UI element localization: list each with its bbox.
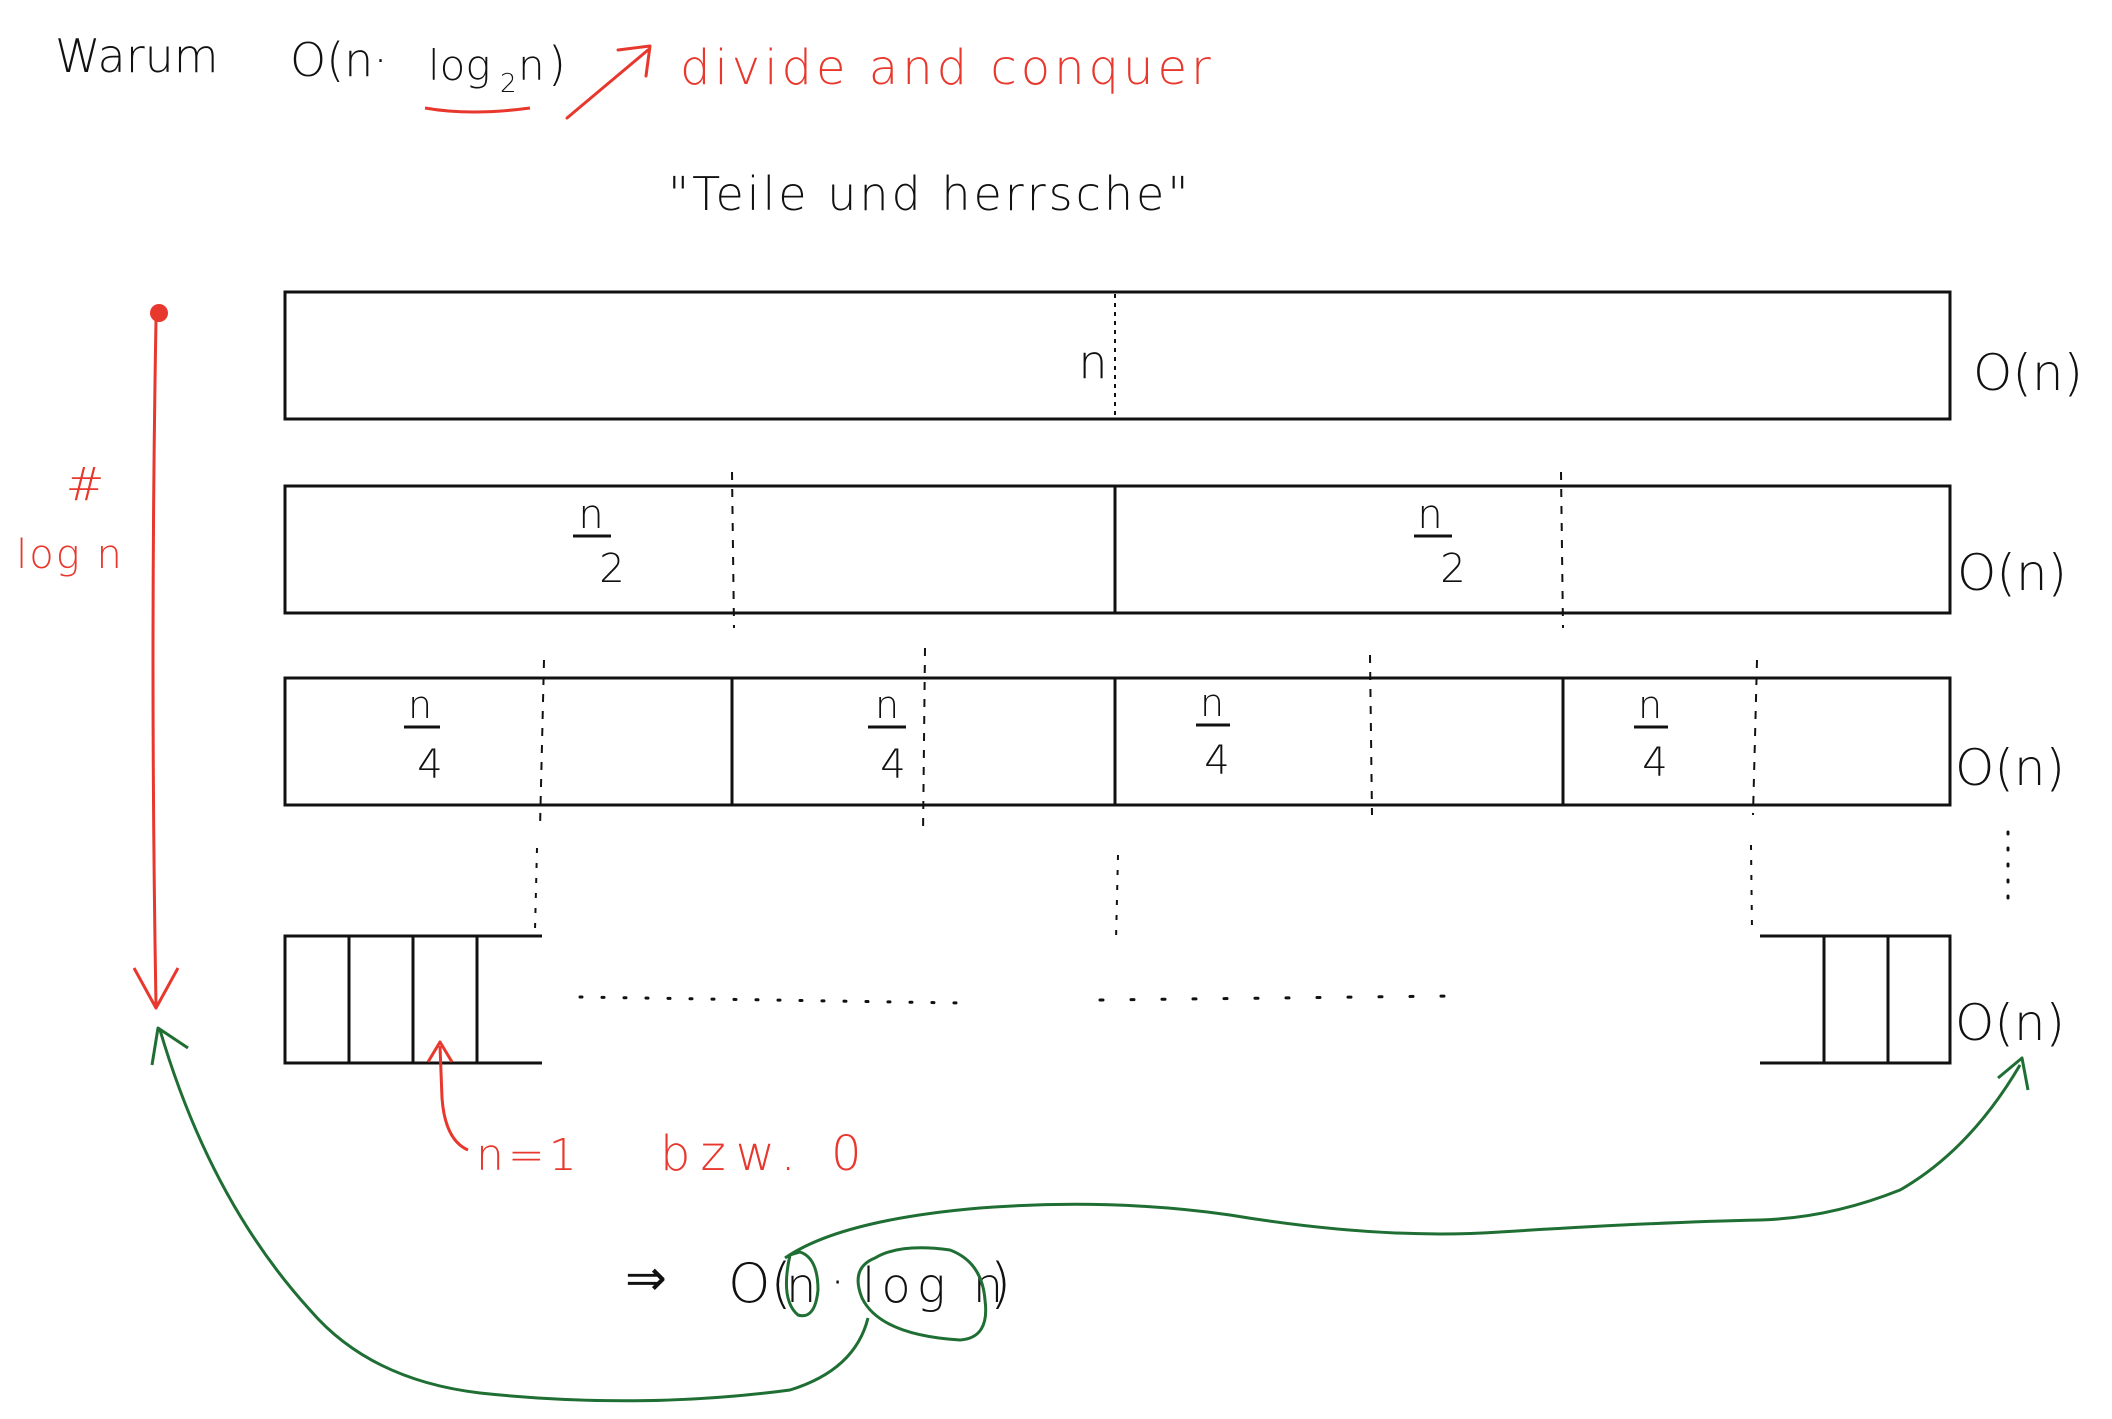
header-complexity-n: n — [518, 41, 545, 90]
level-0: n O(n) — [283, 290, 2083, 421]
horizontal-ellipsis — [1098, 994, 1452, 1002]
array-bar — [283, 484, 1952, 615]
fraction-numerator: n — [1638, 683, 1662, 727]
link-to-depth — [158, 1029, 870, 1403]
array-bar-right — [1760, 934, 1952, 1065]
result-suffix: ) — [990, 1252, 1011, 1315]
base-case-arrow — [438, 1045, 469, 1152]
fraction-numerator: n — [875, 683, 899, 727]
link-to-level-cost-arrowhead — [1997, 1056, 2030, 1091]
result-prefix: O( — [728, 1252, 792, 1315]
logn-circle — [856, 1246, 988, 1342]
fraction-denominator: 4 — [1642, 740, 1667, 786]
fraction-numerator: n — [1200, 681, 1224, 725]
result-dot: · — [830, 1254, 845, 1310]
fraction-n-over-2: n 2 — [573, 492, 625, 592]
header-complexity-close: ) — [548, 37, 566, 91]
level-cost: O(n) — [1973, 344, 2083, 402]
continuation-dashes — [534, 847, 538, 931]
header-complexity-base: 2 — [500, 69, 517, 99]
split-line — [922, 647, 926, 836]
header-translation: "Teile und herrsche" — [668, 167, 1192, 221]
green-links — [150, 1026, 2030, 1403]
fraction-n-over-4: n 4 — [1634, 683, 1668, 786]
result-arrow: ⇒ — [625, 1249, 667, 1307]
level-base: O(n) — [283, 934, 2065, 1065]
base-case-arrowhead — [426, 1040, 454, 1063]
fraction-denominator: 4 — [880, 742, 905, 788]
array-bar — [283, 290, 1952, 421]
depth-arrowhead — [132, 967, 180, 1010]
split-line — [539, 659, 545, 829]
header-word: Warum — [55, 29, 219, 83]
depth-start-dot — [150, 304, 168, 322]
link-to-depth-arrowhead — [150, 1026, 189, 1066]
depth-hash: # — [66, 457, 105, 511]
header-technique: divide and conquer — [680, 40, 1215, 96]
fraction-denominator: 2 — [1440, 546, 1465, 592]
n-circle — [784, 1250, 820, 1318]
fraction-n-over-4: n 4 — [1196, 681, 1230, 784]
base-case-annotation: n=1 bzw. 0 — [426, 1040, 872, 1182]
fraction-denominator: 4 — [1204, 738, 1229, 784]
continuation-marks — [534, 830, 2010, 1005]
continuation-dashes — [1115, 854, 1119, 941]
link-to-level-cost — [784, 1064, 2022, 1260]
level-cost: O(n) — [1957, 544, 2067, 602]
fraction-n-over-2: n 2 — [1414, 492, 1466, 592]
header-complexity-open: O(n· — [290, 33, 388, 87]
fraction-numerator: n — [408, 683, 432, 727]
level-1: n 2 n 2 O(n) — [283, 471, 2067, 629]
array-bar — [283, 676, 1952, 807]
level-cost: O(n) — [1955, 739, 2065, 797]
depth-indicator: # log n — [16, 304, 180, 1010]
horizontal-ellipsis — [578, 995, 962, 1005]
result-logn: log n — [862, 1258, 1009, 1314]
level-2: n 4 n 4 n 4 n 4 O(n) — [283, 647, 2065, 836]
fraction-denominator: 4 — [417, 742, 442, 788]
header: Warum O(n· log 2 n ) divide and conquer … — [55, 29, 1215, 221]
technique-arrow — [565, 44, 652, 120]
split-line — [1560, 471, 1564, 629]
fraction-numerator: n — [1417, 492, 1442, 538]
fraction-n-over-4: n 4 — [404, 683, 443, 788]
base-case-alt: bzw. 0 — [660, 1126, 872, 1182]
result: ⇒ O( n · log n ) — [625, 1249, 1011, 1315]
base-case-text: n=1 — [476, 1130, 581, 1181]
level-cost: O(n) — [1955, 994, 2065, 1052]
depth-label: log n — [16, 532, 124, 578]
fraction-denominator: 2 — [599, 546, 624, 592]
fraction-n-over-4: n 4 — [868, 683, 906, 788]
depth-line — [151, 319, 158, 1006]
split-line — [731, 471, 735, 629]
continuation-dashes — [1750, 844, 1753, 931]
split-line — [1752, 659, 1758, 816]
segment-label: n — [1078, 335, 1107, 389]
log-underline — [424, 106, 531, 114]
fraction-numerator: n — [578, 492, 603, 538]
header-complexity-log: log — [428, 41, 491, 90]
